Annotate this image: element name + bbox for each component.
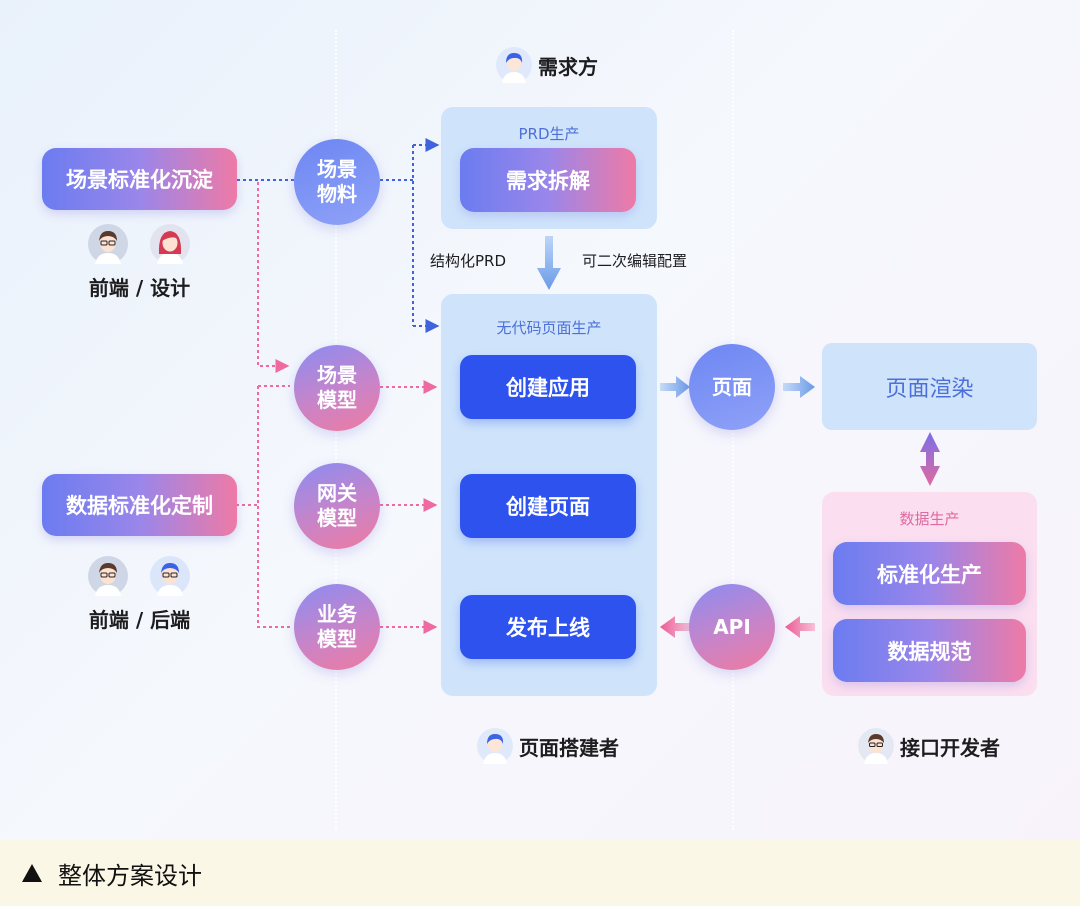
- data-production-panel: 数据生产 标准化生产 数据规范: [822, 492, 1037, 696]
- figure-caption: 整体方案设计: [58, 861, 202, 890]
- avatar-icon: [477, 728, 513, 764]
- guide-line: [732, 30, 734, 830]
- data-spec-box: 数据规范: [833, 619, 1026, 682]
- diagram-canvas: 需求方 场景标准化沉淀 前端 / 设计 数据标准化定制: [0, 0, 1080, 840]
- avatar-icon: [88, 556, 128, 596]
- role-label: 接口开发者: [900, 735, 1000, 760]
- connector-layer: [236, 138, 940, 638]
- circle-label: API: [713, 614, 751, 639]
- nocode-panel: 无代码页面生产 创建应用 创建页面 发布上线: [441, 294, 657, 696]
- nocode-panel-title: 无代码页面生产: [496, 319, 602, 337]
- circle-label: 网关 模型: [317, 481, 357, 530]
- role-api-developer: 接口开发者: [858, 728, 1000, 764]
- gateway-model-circle: 网关 模型: [294, 463, 380, 549]
- circle-label: 业务 模型: [317, 602, 357, 651]
- circle-label: 场景 物料: [317, 157, 357, 206]
- avatar-icon: [150, 556, 190, 596]
- editable-config-label: 可二次编辑配置: [582, 252, 688, 270]
- team-caption-top: 前端 / 设计: [88, 276, 191, 300]
- publish-step: 发布上线: [460, 595, 636, 659]
- team-avatars-top: [88, 224, 190, 264]
- scene-model-circle: 场景 模型: [294, 345, 380, 431]
- scene-standard-box: 场景标准化沉淀: [42, 148, 237, 210]
- avatar-icon: [150, 224, 190, 264]
- create-app-step: 创建应用: [460, 355, 636, 419]
- scene-material-circle: 场景 物料: [294, 139, 380, 225]
- standard-production-box: 标准化生产: [833, 542, 1026, 605]
- triangle-up-icon: [22, 864, 42, 882]
- structured-prd-label: 结构化PRD: [430, 252, 507, 270]
- blue-connector: [237, 138, 440, 333]
- create-page-step: 创建页面: [460, 474, 636, 538]
- prd-panel: PRD生产 需求拆解: [441, 107, 657, 229]
- team-avatars-bottom: [88, 556, 190, 596]
- page-circle: 页面: [689, 344, 775, 430]
- circle-label: 场景 模型: [317, 363, 357, 412]
- team-caption-bottom: 前端 / 后端: [88, 608, 191, 632]
- data-production-title: 数据生产: [899, 510, 960, 528]
- pink-connector: [236, 182, 438, 634]
- prd-panel-title: PRD生产: [518, 125, 580, 143]
- circle-label: 页面: [712, 374, 752, 399]
- requirement-breakdown-box: 需求拆解: [460, 148, 636, 212]
- role-label: 页面搭建者: [519, 735, 619, 760]
- avatar-icon: [858, 728, 894, 764]
- api-circle: API: [689, 584, 775, 670]
- role-demand: 需求方: [496, 47, 598, 83]
- role-page-builder: 页面搭建者: [477, 728, 619, 764]
- figure-caption-bar: 整体方案设计: [0, 840, 1080, 906]
- flow-arrow: [537, 236, 940, 638]
- business-model-circle: 业务 模型: [294, 584, 380, 670]
- role-label: 需求方: [538, 54, 598, 79]
- avatar-icon: [496, 47, 532, 83]
- page-render-box: 页面渲染: [822, 343, 1037, 430]
- avatar-icon: [88, 224, 128, 264]
- data-standard-box: 数据标准化定制: [42, 474, 237, 536]
